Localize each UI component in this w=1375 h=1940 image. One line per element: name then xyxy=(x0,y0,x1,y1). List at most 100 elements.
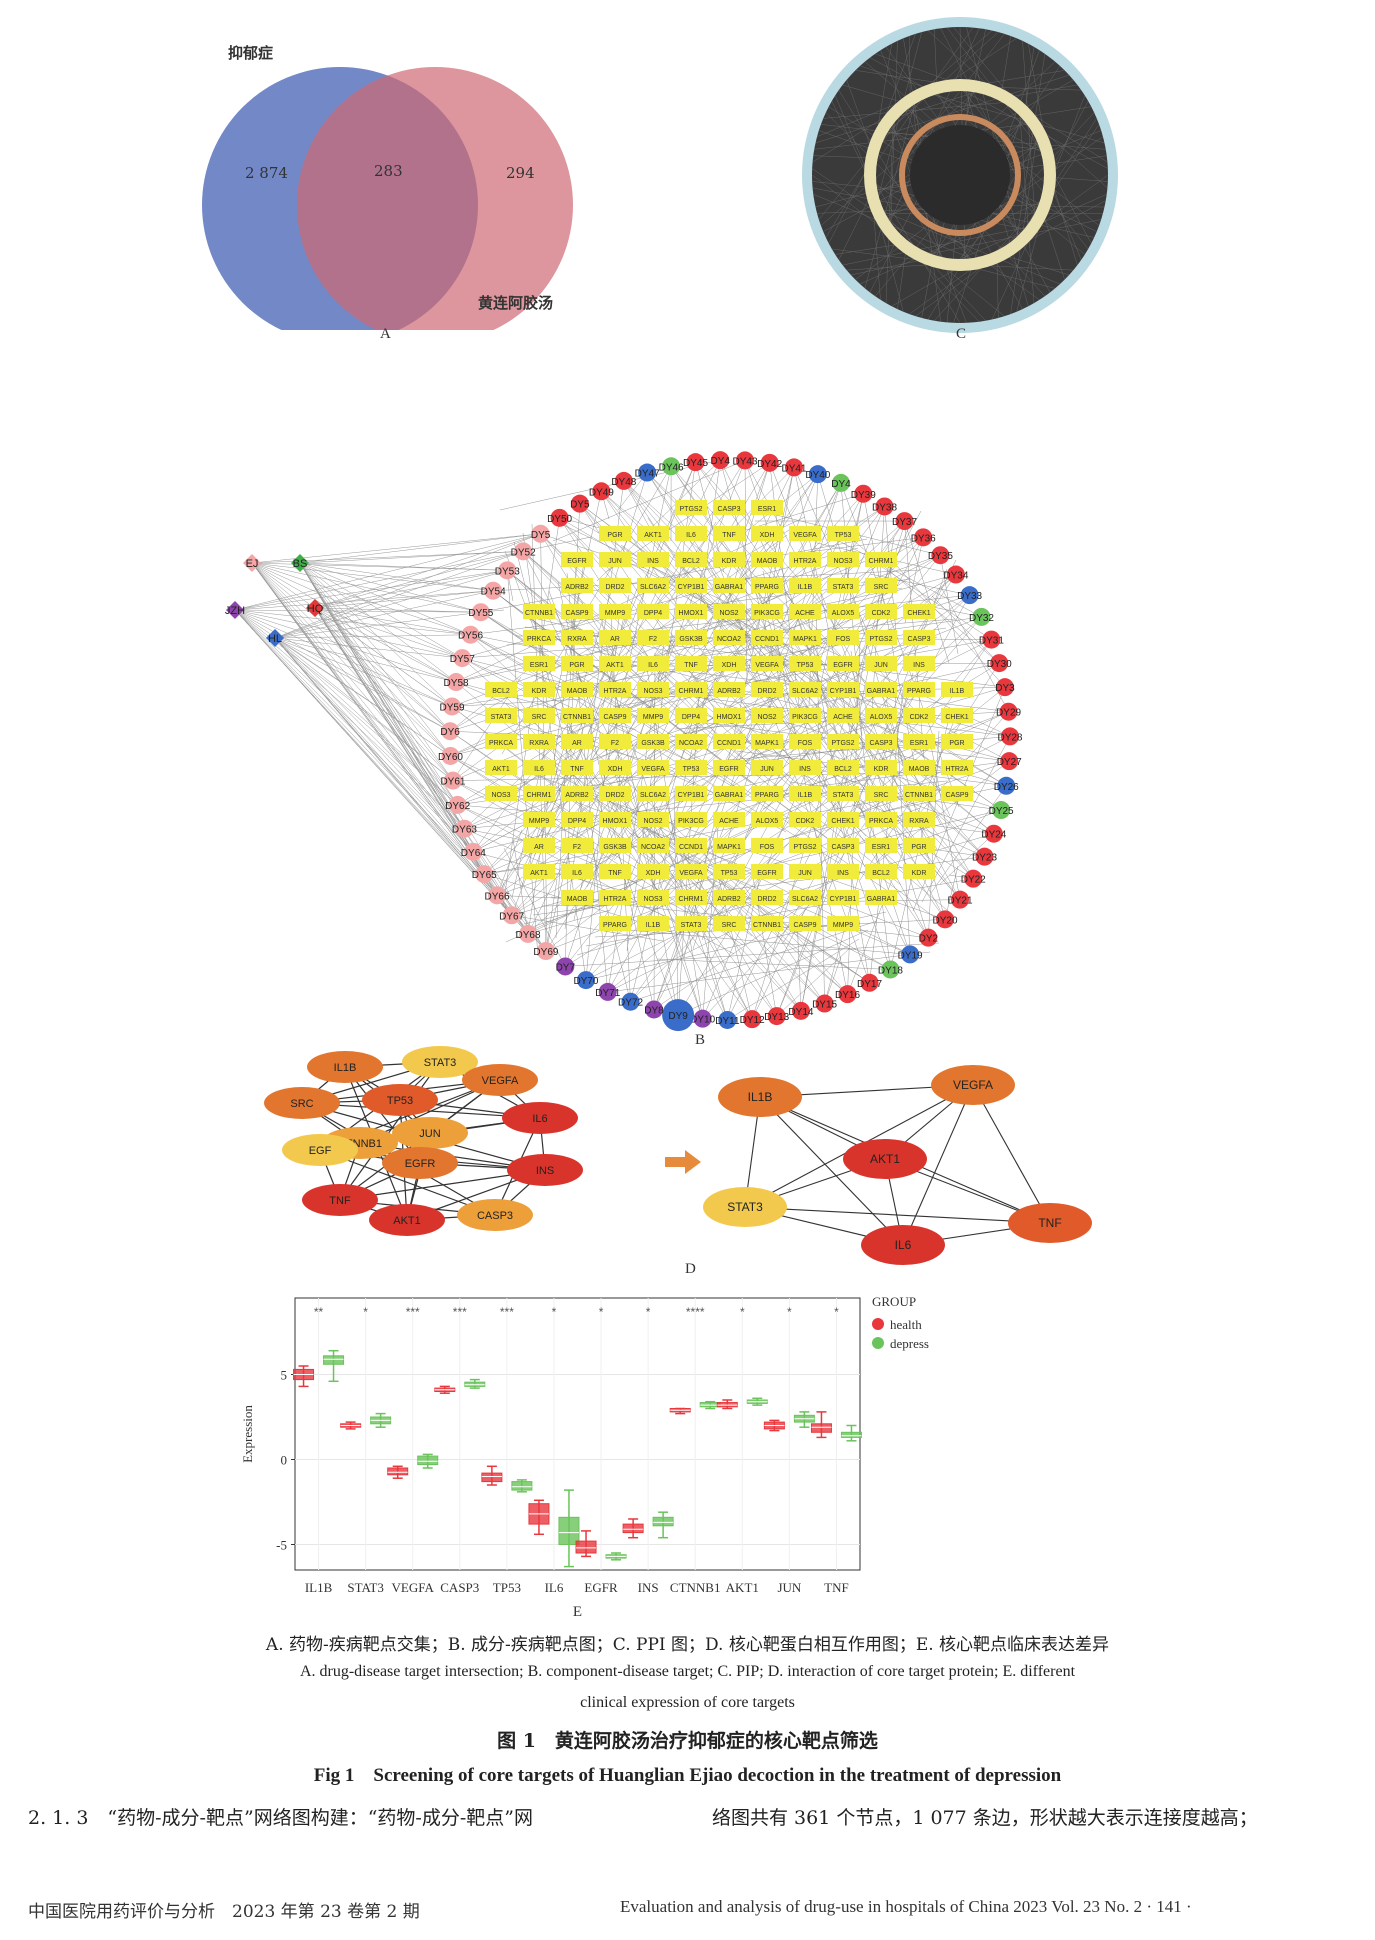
target-label: ESR1 xyxy=(530,662,548,669)
ingredient-label: DY62 xyxy=(445,801,470,812)
ppi-edge xyxy=(875,31,922,207)
target-node xyxy=(599,630,631,645)
target-label: PPARG xyxy=(907,688,931,695)
target-node xyxy=(789,526,821,541)
target-label: DPP4 xyxy=(644,610,662,617)
core-node xyxy=(264,1087,340,1119)
ingredient-node xyxy=(638,463,657,482)
target-edge xyxy=(455,681,734,802)
target-edge xyxy=(512,838,529,934)
box-body xyxy=(481,1472,503,1483)
ingredient-node xyxy=(735,451,754,470)
x-tick-label: INS xyxy=(638,1580,659,1595)
target-node xyxy=(827,578,859,593)
target-node xyxy=(561,760,593,775)
ppi-edge xyxy=(831,100,871,182)
target-edge xyxy=(929,739,961,900)
significance-label: * xyxy=(787,1305,792,1319)
ingredient-node xyxy=(990,654,1009,673)
ingredient-node xyxy=(972,607,991,626)
ppi-edge xyxy=(1049,177,1108,182)
y-tick-label: 5 xyxy=(281,1368,288,1383)
ingredient-node xyxy=(860,973,879,992)
ingredient-label: DY56 xyxy=(458,631,483,642)
target-edge xyxy=(607,951,931,993)
core-node-label: JUN xyxy=(419,1128,440,1140)
ingredient-node xyxy=(951,890,970,909)
ingredient-node xyxy=(999,702,1018,721)
target-node xyxy=(827,526,859,541)
target-label: FOS xyxy=(760,844,775,851)
herb-edge xyxy=(234,609,463,659)
target-node xyxy=(865,838,897,853)
herb-edge xyxy=(314,551,524,609)
ingredient-label: DY65 xyxy=(472,870,497,881)
box-body xyxy=(387,1467,409,1476)
core-node xyxy=(307,1051,383,1083)
ingredient-node xyxy=(784,458,803,477)
ingredient-node xyxy=(919,928,938,947)
ingredient-node xyxy=(519,924,538,943)
target-label: XDH xyxy=(608,766,623,773)
target-label: INS xyxy=(799,766,811,773)
target-label: PRKCA xyxy=(527,636,551,643)
target-node xyxy=(599,760,631,775)
target-label: TP53 xyxy=(721,870,738,877)
target-label: RXRA xyxy=(567,636,587,643)
ingredient-label: DY14 xyxy=(788,1007,813,1018)
target-node xyxy=(637,786,669,801)
ppi-edge xyxy=(319,1149,496,1216)
target-label: CTNNB1 xyxy=(753,922,781,929)
target-node xyxy=(675,838,707,853)
target-node xyxy=(599,578,631,593)
ingredient-node xyxy=(901,945,920,964)
ingredient-label: DY60 xyxy=(438,752,463,763)
ingredient-label: DY71 xyxy=(595,988,620,999)
ppi-edge xyxy=(1049,100,1089,172)
target-node xyxy=(675,526,707,541)
core-node-label: CASP3 xyxy=(477,1210,513,1222)
target-node xyxy=(713,760,745,775)
target-edge xyxy=(552,460,746,542)
target-node xyxy=(523,812,555,827)
target-label: SRC xyxy=(722,922,737,929)
legend-label: depress xyxy=(890,1336,929,1351)
herb-edge xyxy=(251,562,458,806)
ppi-inner-ring xyxy=(899,114,1021,236)
ingredient-label: DY17 xyxy=(857,979,882,990)
target-node xyxy=(751,630,783,645)
ingredient-node xyxy=(502,906,521,925)
herb-edge xyxy=(234,609,485,875)
ppi-edge xyxy=(934,29,938,88)
target-node xyxy=(637,760,669,775)
target-label: MAOB xyxy=(757,558,778,565)
herb-edge xyxy=(274,637,457,683)
core-node-label: IL1B xyxy=(334,1062,357,1074)
target-node xyxy=(637,916,669,931)
core-node xyxy=(457,1199,533,1231)
target-node xyxy=(485,682,517,697)
target-edge xyxy=(507,570,539,957)
ppi-edge xyxy=(878,74,1070,138)
ingredient-label: DY57 xyxy=(450,654,475,665)
target-node xyxy=(903,734,935,749)
ingredient-node xyxy=(946,565,965,584)
herb-edge xyxy=(251,562,485,875)
target-node xyxy=(637,526,669,541)
significance-label: *** xyxy=(406,1305,420,1319)
target-node xyxy=(561,786,593,801)
target-label: BCL2 xyxy=(682,558,700,565)
target-edge xyxy=(921,736,1011,903)
ingredient-node xyxy=(488,886,507,905)
target-node xyxy=(561,812,593,827)
target-label: PGR xyxy=(607,532,622,539)
herb-edge xyxy=(314,607,481,613)
target-label: ADRB2 xyxy=(565,584,588,591)
target-node xyxy=(751,786,783,801)
ppi-edge xyxy=(835,243,903,255)
herb-edge xyxy=(314,607,458,806)
target-label: KDR xyxy=(722,558,737,565)
target-edge xyxy=(507,570,611,673)
target-node xyxy=(903,656,935,671)
expression-boxplot: -505ExpressionIL1B**STAT3*VEGFA***CASP3*… xyxy=(240,1294,929,1620)
